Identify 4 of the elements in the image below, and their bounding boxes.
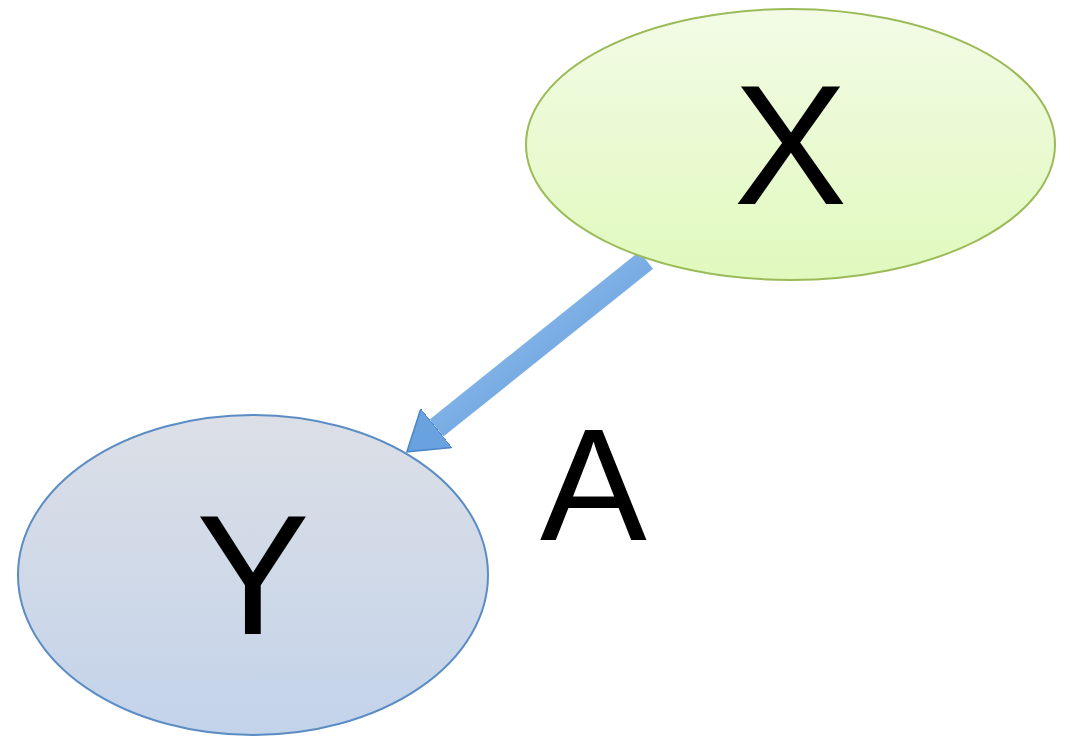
ellipse-node [524,7,1057,282]
node-label: X [733,59,848,230]
ellipse-node [16,413,490,737]
node-label: Y [196,490,310,660]
